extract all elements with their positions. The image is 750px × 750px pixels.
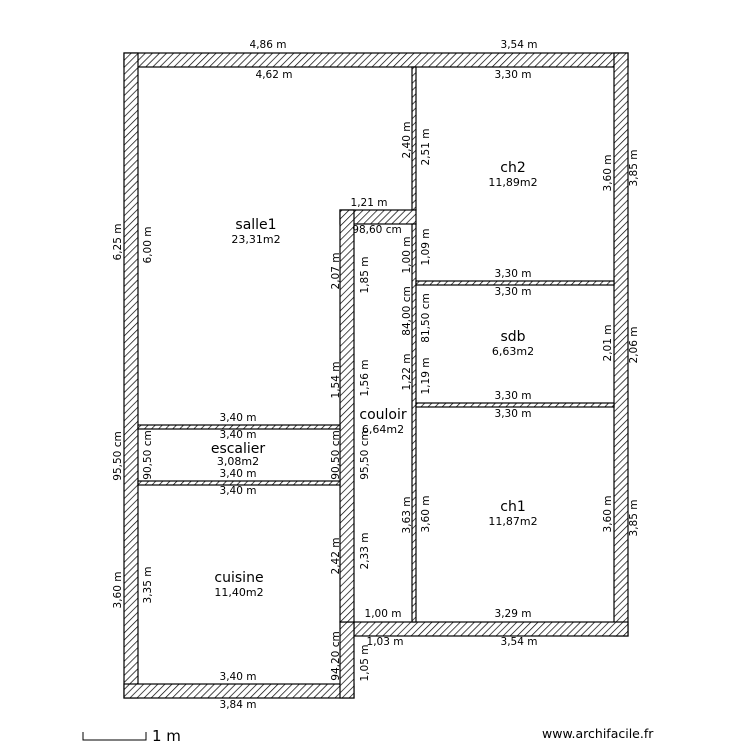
dim-label: 3,40 m xyxy=(220,485,257,497)
dim-label: 3,60 m xyxy=(420,496,432,533)
dim-label: 2,42 m xyxy=(330,538,342,575)
dim-label: 1,56 m xyxy=(359,360,371,397)
room-name: salle1 xyxy=(235,217,276,233)
dim-label: 98,60 cm xyxy=(352,224,401,236)
wall-salle1-escalier xyxy=(137,424,341,430)
dim-label: 95,50 cm xyxy=(112,431,124,480)
dim-label: 1,54 m xyxy=(330,362,342,399)
room-escalier: escalier 3,08m2 xyxy=(211,441,266,468)
exterior-walls xyxy=(123,52,629,699)
dim-label: 1,85 m xyxy=(359,257,371,294)
wall-couloir-right xyxy=(411,223,417,623)
dim-label: 1,22 m xyxy=(401,354,413,391)
room-area: 3,08m2 xyxy=(217,455,259,468)
dim-label: 3,63 m xyxy=(401,497,413,534)
dim-label: 1,00 m xyxy=(401,237,413,274)
room-name: ch1 xyxy=(500,499,525,515)
room-area: 11,40m2 xyxy=(214,586,263,599)
dim-label: 4,86 m xyxy=(250,39,287,51)
scale-label: 1 m xyxy=(152,727,181,745)
wall-top xyxy=(123,52,629,68)
dim-label: 3,54 m xyxy=(501,39,538,51)
dim-label: 1,09 m xyxy=(420,229,432,266)
dim-label: 6,25 m xyxy=(112,224,124,261)
room-area: 23,31m2 xyxy=(231,233,280,246)
dim-label: 3,40 m xyxy=(220,412,257,424)
dim-label: 1,19 m xyxy=(420,358,432,395)
horizontal-dimensions: 4,86 m 3,54 m 4,62 m 3,30 m 1,21 m 98,60… xyxy=(220,39,538,711)
interior-walls xyxy=(137,66,615,623)
wall-step xyxy=(339,621,355,699)
dim-label: 94,20 cm xyxy=(330,631,342,680)
dim-label: 3,30 m xyxy=(495,408,532,420)
dim-label: 3,30 m xyxy=(495,390,532,402)
room-salle1: salle1 23,31m2 xyxy=(231,217,280,246)
dim-label: 95,50 cm xyxy=(359,430,371,479)
room-couloir: couloir 6,64m2 xyxy=(359,407,406,436)
dim-label: 3,60 m xyxy=(602,496,614,533)
dim-label: 81,50 cm xyxy=(420,293,432,342)
wall-right xyxy=(613,52,629,637)
wall-couloir-left xyxy=(339,209,355,623)
dim-label: 3,54 m xyxy=(501,636,538,648)
dim-label: 6,00 m xyxy=(142,227,154,264)
dim-label: 2,40 m xyxy=(401,122,413,159)
dim-label: 3,85 m xyxy=(628,150,640,187)
dim-label: 3,40 m xyxy=(220,671,257,683)
dim-label: 1,03 m xyxy=(367,636,404,648)
site-watermark: www.archifacile.fr xyxy=(542,726,654,741)
dim-label: 3,60 m xyxy=(602,155,614,192)
room-ch2: ch2 11,89m2 xyxy=(488,160,537,189)
dim-label: 3,29 m xyxy=(495,608,532,620)
wall-sdb-ch1 xyxy=(415,402,615,408)
dim-label: 3,35 m xyxy=(142,567,154,604)
room-cuisine: cuisine 11,40m2 xyxy=(214,570,263,599)
room-name: escalier xyxy=(211,441,266,457)
room-area: 11,89m2 xyxy=(488,176,537,189)
dim-label: 2,07 m xyxy=(330,253,342,290)
dim-label: 3,30 m xyxy=(495,286,532,298)
dim-label: 84,00 cm xyxy=(401,286,413,335)
wall-left xyxy=(123,52,139,699)
dim-label: 2,01 m xyxy=(602,325,614,362)
wall-bottom-left xyxy=(123,683,355,699)
dim-label: 90,50 cm xyxy=(142,430,154,479)
scale-bar: 1 m xyxy=(82,727,181,745)
dim-label: 1,21 m xyxy=(351,197,388,209)
room-area: 6,63m2 xyxy=(492,345,534,358)
dim-label: 3,40 m xyxy=(220,468,257,480)
vertical-dimensions: 6,25 m 6,00 m 95,50 cm 90,50 cm 3,60 m 3… xyxy=(112,122,640,682)
dim-label: 90,50 cm xyxy=(330,430,342,479)
dim-label: 1,00 m xyxy=(365,608,402,620)
room-ch1: ch1 11,87m2 xyxy=(488,499,537,528)
dim-label: 3,30 m xyxy=(495,69,532,81)
room-name: couloir xyxy=(359,407,406,423)
wall-ch2-sdb xyxy=(415,280,615,286)
wall-bottom-right xyxy=(353,621,629,637)
room-name: ch2 xyxy=(500,160,525,176)
room-name: sdb xyxy=(500,329,525,345)
dim-label: 2,51 m xyxy=(420,129,432,166)
scale-bar-line xyxy=(82,732,147,741)
dim-label: 4,62 m xyxy=(256,69,293,81)
dim-label: 3,40 m xyxy=(220,429,257,441)
dim-label: 3,60 m xyxy=(112,572,124,609)
room-sdb: sdb 6,63m2 xyxy=(492,329,534,358)
dim-label: 2,33 m xyxy=(359,533,371,570)
dim-label: 3,30 m xyxy=(495,268,532,280)
dim-label: 3,85 m xyxy=(628,500,640,537)
room-area: 11,87m2 xyxy=(488,515,537,528)
room-area: 6,64m2 xyxy=(362,423,404,436)
room-name: cuisine xyxy=(214,570,263,586)
dim-label: 1,05 m xyxy=(359,645,371,682)
wall-escalier-cuisine xyxy=(137,480,341,486)
dim-label: 3,84 m xyxy=(220,699,257,711)
dim-label: 2,06 m xyxy=(628,327,640,364)
